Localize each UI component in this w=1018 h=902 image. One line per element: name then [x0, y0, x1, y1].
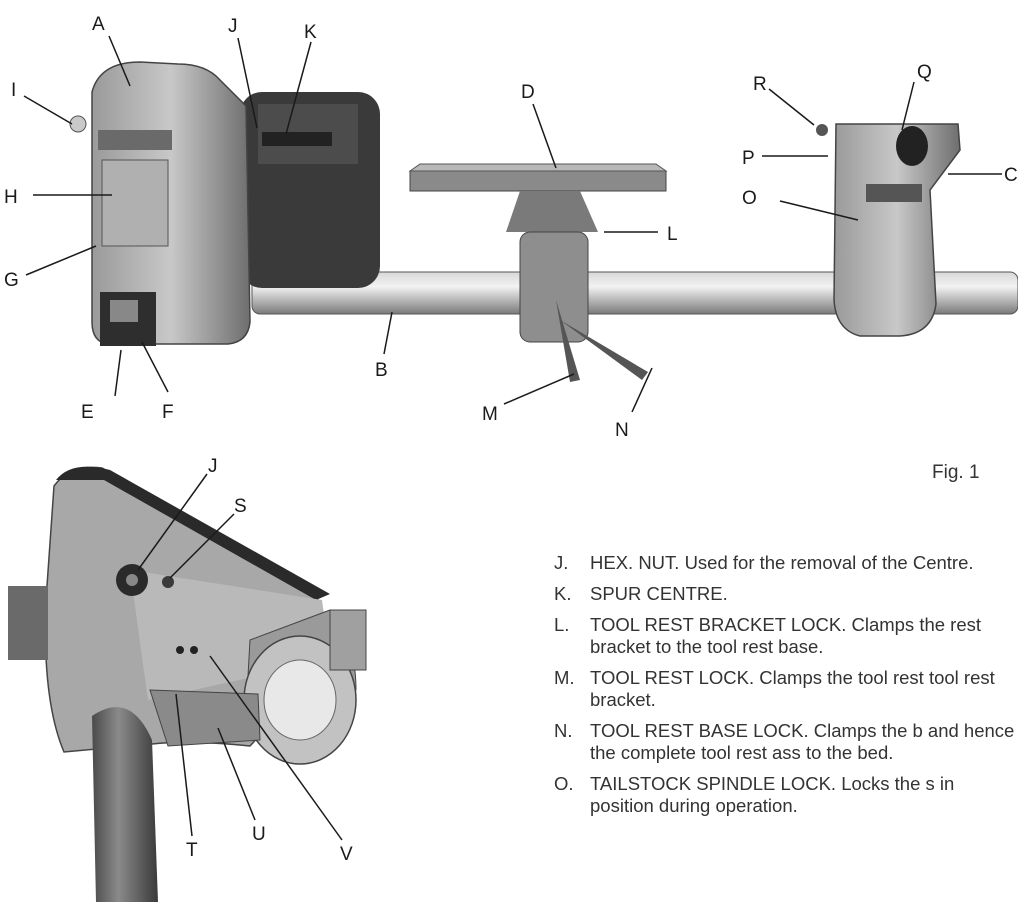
callout-r: R: [753, 74, 767, 95]
figure-caption: Fig. 1: [932, 462, 980, 483]
legend-letter: M.: [554, 667, 575, 688]
legend-text: TOOL REST LOCK. Clamps the tool rest too…: [590, 667, 995, 710]
callout-q: Q: [917, 62, 932, 83]
callout-d: D: [521, 82, 535, 103]
lathe-side-view: [69, 61, 1018, 382]
callout-l: L: [667, 224, 678, 245]
leader-lines-top: [23, 35, 1002, 413]
legend-text: SPUR CENTRE.: [590, 583, 728, 604]
callout-b: B: [375, 360, 388, 381]
lathe-bed: [251, 271, 1018, 315]
callout-g: G: [4, 270, 19, 291]
legend-letter: L.: [554, 614, 570, 635]
callout-p: P: [742, 148, 755, 169]
callout-a: A: [92, 14, 105, 35]
callout-e: E: [81, 402, 94, 423]
legend-item-l: L. TOOL REST BRACKET LOCK. Clamps the re…: [554, 614, 1018, 658]
callout-c: C: [1004, 165, 1018, 186]
legend-letter: J.: [554, 552, 569, 573]
tool-rest: [409, 170, 667, 192]
callout-u: U: [252, 824, 266, 845]
legend-letter: K.: [554, 583, 572, 604]
legend-letter: N.: [554, 720, 573, 741]
bed-pipe: [92, 707, 158, 902]
callouts-top: A B C D E F G H I J K L M N O P Q R: [4, 14, 1018, 441]
callout-o: O: [742, 188, 757, 209]
callout-j-rear: J: [208, 456, 218, 477]
legend-letter: O.: [554, 773, 574, 794]
callout-i: I: [11, 80, 16, 101]
legend-item-m: M. TOOL REST LOCK. Clamps the tool rest …: [554, 667, 1018, 711]
callout-v: V: [340, 844, 353, 865]
headstock-rear-view: [8, 466, 367, 902]
callout-t: T: [186, 840, 198, 861]
callout-f: F: [162, 402, 174, 423]
callout-j: J: [228, 16, 238, 37]
leader-lines-bottom: [137, 473, 343, 841]
tailstock: [833, 123, 961, 337]
parts-legend: J. HEX. NUT. Used for the removal of the…: [554, 552, 1018, 826]
legend-text: HEX. NUT. Used for the removal of the Ce…: [590, 552, 974, 573]
callouts-bottom: J S T U V: [186, 456, 353, 865]
legend-item-k: K. SPUR CENTRE.: [554, 583, 1018, 605]
legend-text: TOOL REST BASE LOCK. Clamps the b and he…: [590, 720, 1015, 763]
legend-item-o: O. TAILSTOCK SPINDLE LOCK. Locks the s i…: [554, 773, 1018, 817]
legend-text: TOOL REST BRACKET LOCK. Clamps the rest …: [590, 614, 982, 657]
callout-h: H: [4, 187, 18, 208]
callout-s: S: [234, 496, 247, 517]
callout-n: N: [615, 420, 629, 441]
legend-text: TAILSTOCK SPINDLE LOCK. Locks the s in p…: [590, 773, 955, 816]
legend-item-n: N. TOOL REST BASE LOCK. Clamps the b and…: [554, 720, 1018, 764]
callout-k: K: [304, 22, 317, 43]
callout-m: M: [482, 404, 498, 425]
legend-item-j: J. HEX. NUT. Used for the removal of the…: [554, 552, 1018, 574]
